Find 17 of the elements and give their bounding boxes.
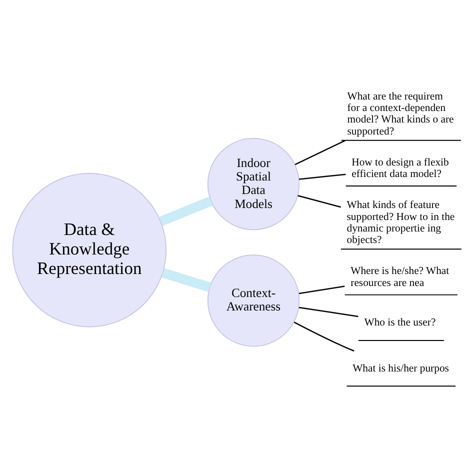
connector [159, 196, 213, 226]
node-text: Where is he/she? What resources are nea [350, 265, 450, 289]
connector [298, 306, 358, 318]
connector [298, 195, 342, 208]
node-text: What kinds of feature supported? How to in the dynamic propertie ing objects? [346, 199, 455, 246]
connector [298, 286, 345, 294]
node-text: What are the requirem for a context-dependen model? What kinds o are supported? [347, 90, 454, 138]
connector [161, 268, 212, 292]
connector [298, 174, 346, 180]
node-text: What is his/her purpos [352, 362, 449, 374]
node-text: How to design a flexib efficient data model? [352, 156, 449, 180]
connector [294, 322, 354, 352]
node-circle: Indoor Spatial Data Models [207, 138, 300, 230]
node-text: Who is the user? [364, 316, 436, 329]
node-circle: Context-Awareness [207, 254, 300, 347]
node-circle: Data & Knowledge Representation [12, 172, 167, 328]
connector [294, 140, 346, 166]
